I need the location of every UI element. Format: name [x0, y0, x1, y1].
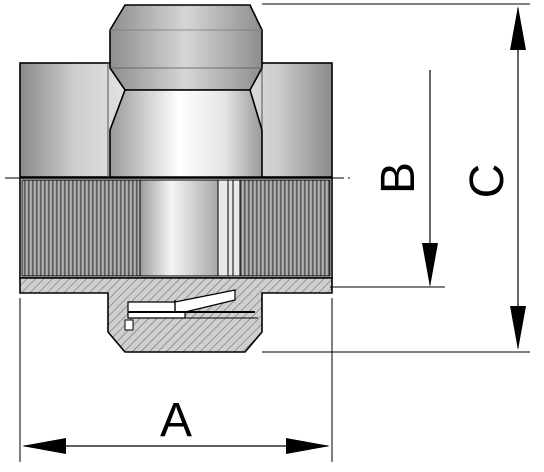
- dimension-b: B: [372, 70, 438, 287]
- dimension-a: A: [22, 394, 330, 454]
- seal-groove: [217, 179, 241, 277]
- dim-label-a: A: [160, 394, 192, 447]
- hex-nut: [109, 4, 263, 178]
- center-bore: [139, 179, 219, 277]
- dim-label-b: B: [372, 162, 425, 194]
- right-thread: [239, 179, 331, 277]
- dimension-c: C: [461, 6, 526, 350]
- section-cut: [19, 277, 333, 353]
- left-thread: [21, 179, 141, 277]
- dim-label-c: C: [461, 164, 514, 199]
- dimension-lines: [19, 3, 530, 462]
- threaded-bore: [19, 177, 333, 279]
